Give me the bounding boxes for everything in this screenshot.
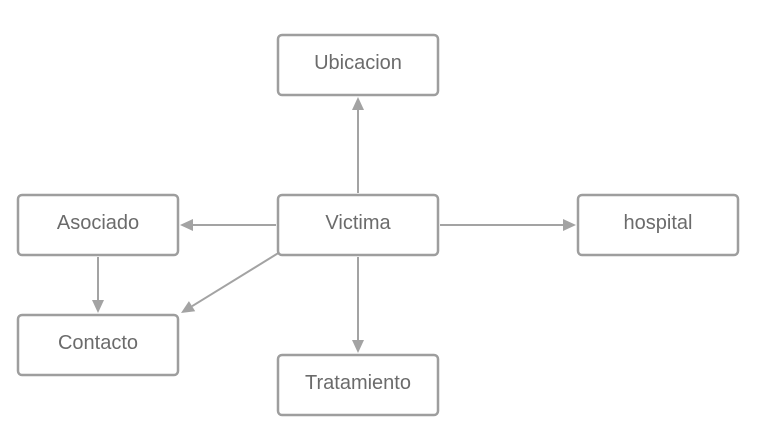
arrowhead-icon [92, 300, 104, 313]
node-label-tratamiento: Tratamiento [305, 372, 411, 394]
node-tratamiento[interactable]: Tratamiento [276, 353, 440, 417]
edge-victima-to-contacto [181, 251, 281, 313]
node-label-contacto: Contacto [58, 332, 138, 354]
node-label-asociado: Asociado [57, 212, 139, 234]
arrowhead-icon [352, 340, 364, 353]
edge-asociado-to-contacto [92, 257, 104, 313]
arrowhead-icon [181, 301, 196, 313]
node-ubicacion[interactable]: Ubicacion [276, 33, 440, 97]
node-contacto[interactable]: Contacto [16, 313, 180, 377]
edge-line [191, 251, 281, 308]
node-label-ubicacion: Ubicacion [314, 52, 402, 74]
edge-victima-to-asociado [180, 219, 276, 231]
node-label-victima: Victima [325, 212, 391, 234]
node-asociado[interactable]: Asociado [16, 193, 180, 257]
edge-victima-to-ubicacion [352, 97, 364, 193]
arrowhead-icon [563, 219, 576, 231]
edges-layer [92, 97, 576, 353]
node-hospital[interactable]: hospital [576, 193, 740, 257]
node-victima[interactable]: Victima [276, 193, 440, 257]
arrowhead-icon [180, 219, 193, 231]
node-label-hospital: hospital [624, 212, 693, 234]
edge-victima-to-hospital [440, 219, 576, 231]
edge-victima-to-tratamiento [352, 257, 364, 353]
arrowhead-icon [352, 97, 364, 110]
